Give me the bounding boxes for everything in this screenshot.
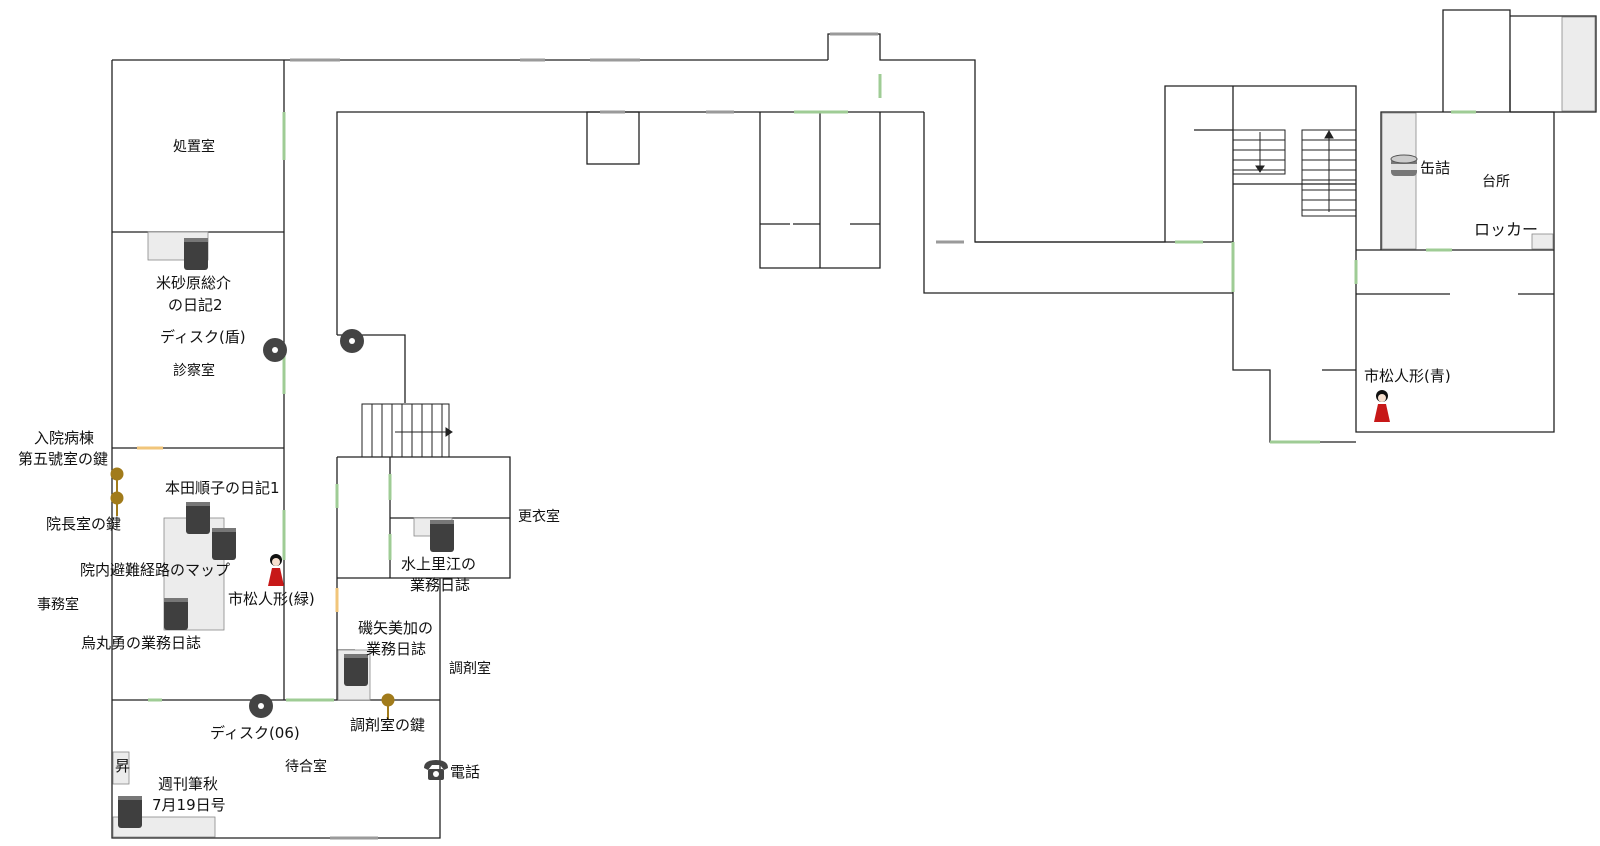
item-label-key-ward-1: 入院病棟	[34, 429, 95, 447]
wall-east-corridor	[923, 112, 1233, 294]
stairs-icon	[361, 129, 1357, 458]
stairs-up-box	[112, 751, 130, 785]
notebook-icon[interactable]	[164, 598, 188, 630]
item-label-disk-tate: ディスク(盾)	[160, 328, 246, 346]
closet-small	[586, 111, 640, 165]
notebook-icon[interactable]	[186, 502, 210, 534]
item-label-map-evac: 院内避難経路のマップ	[80, 561, 231, 579]
doll-icon-group[interactable]	[268, 390, 1390, 586]
item-label-key-director: 院長室の鍵	[46, 515, 122, 533]
phone-icon[interactable]	[424, 760, 448, 780]
room-label-chozai: 調剤室	[449, 661, 491, 677]
wall-stair-block	[1233, 85, 1555, 433]
notebook-icon[interactable]	[118, 796, 142, 828]
annex-shade	[1561, 16, 1596, 112]
west-wing-outline	[111, 60, 441, 839]
room-label-shochi: 処置室	[173, 139, 215, 155]
notebook-icon[interactable]	[212, 528, 236, 560]
doll-icon[interactable]	[268, 554, 284, 586]
disc-icon-group[interactable]	[249, 329, 364, 718]
item-label-diary-yonesa-1: 米砂原総介	[156, 274, 232, 292]
item-label-disk-06: ディスク(06)	[210, 724, 300, 742]
key-icon[interactable]	[110, 467, 124, 494]
room-label-machiai: 待合室	[285, 759, 327, 775]
item-label-doll-green: 市松人形(緑)	[228, 590, 315, 608]
disc-icon[interactable]	[340, 329, 364, 353]
door-gray[interactable]	[290, 32, 964, 840]
item-label-log-mizukami-1: 水上里江の	[401, 555, 477, 573]
item-label-magazine-2: 7月19日号	[152, 796, 226, 814]
wall-corridor-inner	[336, 111, 924, 335]
item-label-diary-honda: 本田順子の日記1	[165, 479, 280, 497]
wall-bump	[827, 33, 1233, 243]
room-label-koui: 更衣室	[518, 509, 560, 525]
doll-icon[interactable]	[1374, 390, 1390, 422]
item-label-key-ward-2: 第五號室の鍵	[18, 450, 109, 468]
door-green[interactable]	[148, 74, 1476, 702]
locker-shade	[1531, 233, 1554, 250]
item-label-phone: 電話	[450, 763, 481, 781]
item-label-log-karasuma: 烏丸勇の業務日誌	[81, 634, 202, 652]
wall-annex	[1442, 9, 1511, 112]
item-label-diary-yonesa-2: の日記2	[168, 296, 223, 314]
room-label-shinsatsu: 診察室	[173, 363, 215, 379]
item-label-can: 缶詰	[1420, 159, 1451, 177]
wall-annex-2	[1510, 15, 1597, 113]
item-label-doll-blue: 市松人形(青)	[1364, 367, 1451, 385]
notebook-icon[interactable]	[344, 654, 368, 686]
key-icon[interactable]	[110, 491, 124, 516]
kitchen-shelf	[1381, 112, 1417, 250]
item-label-magazine-1: 週刊筆秋	[158, 775, 219, 793]
doors[interactable]	[137, 32, 1476, 840]
item-label-log-isoya-1: 磯矢美加の	[358, 619, 434, 637]
disc-icon[interactable]	[249, 694, 273, 718]
item-label-stairs-up: 昇	[115, 757, 131, 775]
door-yellow[interactable]	[137, 446, 339, 612]
notebook-icon-group[interactable]	[118, 238, 454, 828]
notebook-icon[interactable]	[184, 238, 208, 270]
item-label-key-chozai: 調剤室の鍵	[350, 716, 426, 734]
room-label-jimu: 事務室	[37, 597, 79, 613]
room-label-daidokoro: 台所	[1482, 174, 1510, 190]
can-icon[interactable]	[1390, 154, 1418, 176]
item-label-log-isoya-2: 業務日誌	[366, 640, 427, 658]
disc-icon[interactable]	[263, 338, 287, 362]
walls	[111, 9, 1597, 839]
notebook-icon[interactable]	[430, 520, 454, 552]
wall-stair-inner	[1232, 86, 1356, 443]
room-label-locker: ロッカー	[1474, 220, 1539, 239]
item-label-log-mizukami-2: 業務日誌	[410, 576, 471, 594]
key-icon-group[interactable]	[110, 467, 395, 720]
floor-shading	[112, 16, 1596, 838]
key-icon[interactable]	[381, 693, 395, 720]
